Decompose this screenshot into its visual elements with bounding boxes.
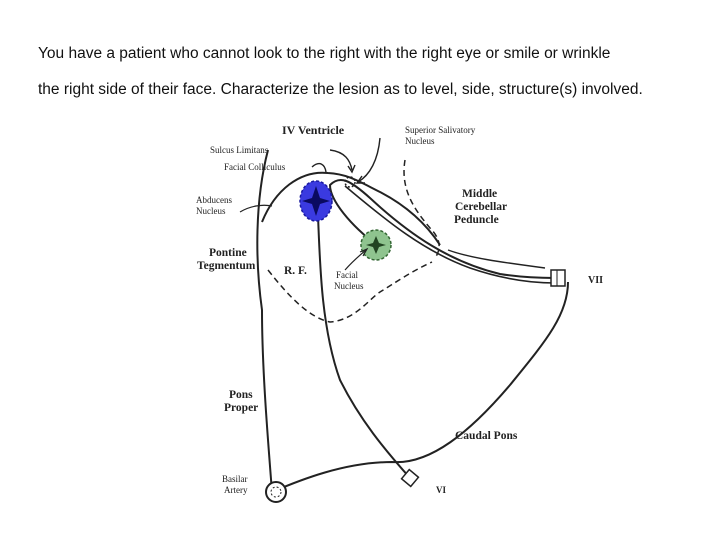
- cn-vii-stump: [550, 269, 566, 287]
- label-tegmentum: Tegmentum: [197, 260, 256, 272]
- superior-salivatory-arrow: [357, 137, 381, 183]
- label-basilar: Basilar: [222, 474, 248, 484]
- facial-nerve-fibers: [328, 178, 556, 279]
- label-proper: Proper: [224, 402, 258, 414]
- pons-outline: [256, 149, 569, 494]
- abducens-label-line: [239, 204, 273, 213]
- label-middle: Middle: [462, 188, 497, 200]
- label-sulcus-limitans: Sulcus Limitans: [210, 145, 269, 155]
- tegmentum-boundary: [267, 261, 433, 323]
- label-caudal-pons: Caudal Pons: [455, 430, 518, 442]
- question-line-1: You have a patient who cannot look to th…: [38, 45, 611, 62]
- label-facial-nucleus-1: Facial: [336, 270, 358, 280]
- label-superior-salivatory-1: Superior Salivatory: [405, 125, 476, 135]
- facial-nerve-fibers-2: [344, 185, 556, 284]
- label-abducens-2: Nucleus: [196, 206, 226, 216]
- question-text: You have a patient who cannot look to th…: [38, 36, 698, 108]
- label-rf: R. F.: [284, 265, 307, 277]
- label-cn-vii: VII: [588, 275, 603, 286]
- label-cerebellar: Cerebellar: [455, 201, 507, 213]
- label-peduncle: Peduncle: [454, 214, 499, 226]
- superior-salivatory-nucleus-mark: [344, 176, 356, 188]
- lateral-contour: [447, 249, 546, 269]
- facial-nucleus-star: [366, 236, 386, 254]
- abducens-nerve-fibers: [317, 214, 411, 479]
- fourth-ventricle-floor: [261, 171, 441, 246]
- label-cn-vi: VI: [436, 485, 446, 495]
- facial-nucleus-arrow: [344, 249, 367, 271]
- middle-cerebellar-peduncle-boundary: [403, 159, 440, 259]
- sulcus-limitans-arrow: [329, 149, 353, 171]
- facial-colliculus-arrow: [311, 162, 327, 173]
- label-superior-salivatory-2: Nucleus: [405, 136, 435, 146]
- abducens-nucleus-star: [302, 186, 330, 216]
- question-line-2: the right side of their face. Characteri…: [38, 81, 643, 98]
- label-facial-nucleus-2: Nucleus: [334, 281, 364, 291]
- label-pontine: Pontine: [209, 247, 247, 259]
- label-facial-colliculus: Facial Colliculus: [224, 162, 286, 172]
- cn-vi-stump: [400, 468, 420, 488]
- basilar-artery: [265, 481, 287, 503]
- label-artery: Artery: [224, 485, 248, 495]
- label-pons: Pons: [229, 389, 253, 401]
- label-iv-ventricle: IV Ventricle: [282, 123, 345, 137]
- label-abducens-1: Abducens: [196, 195, 232, 205]
